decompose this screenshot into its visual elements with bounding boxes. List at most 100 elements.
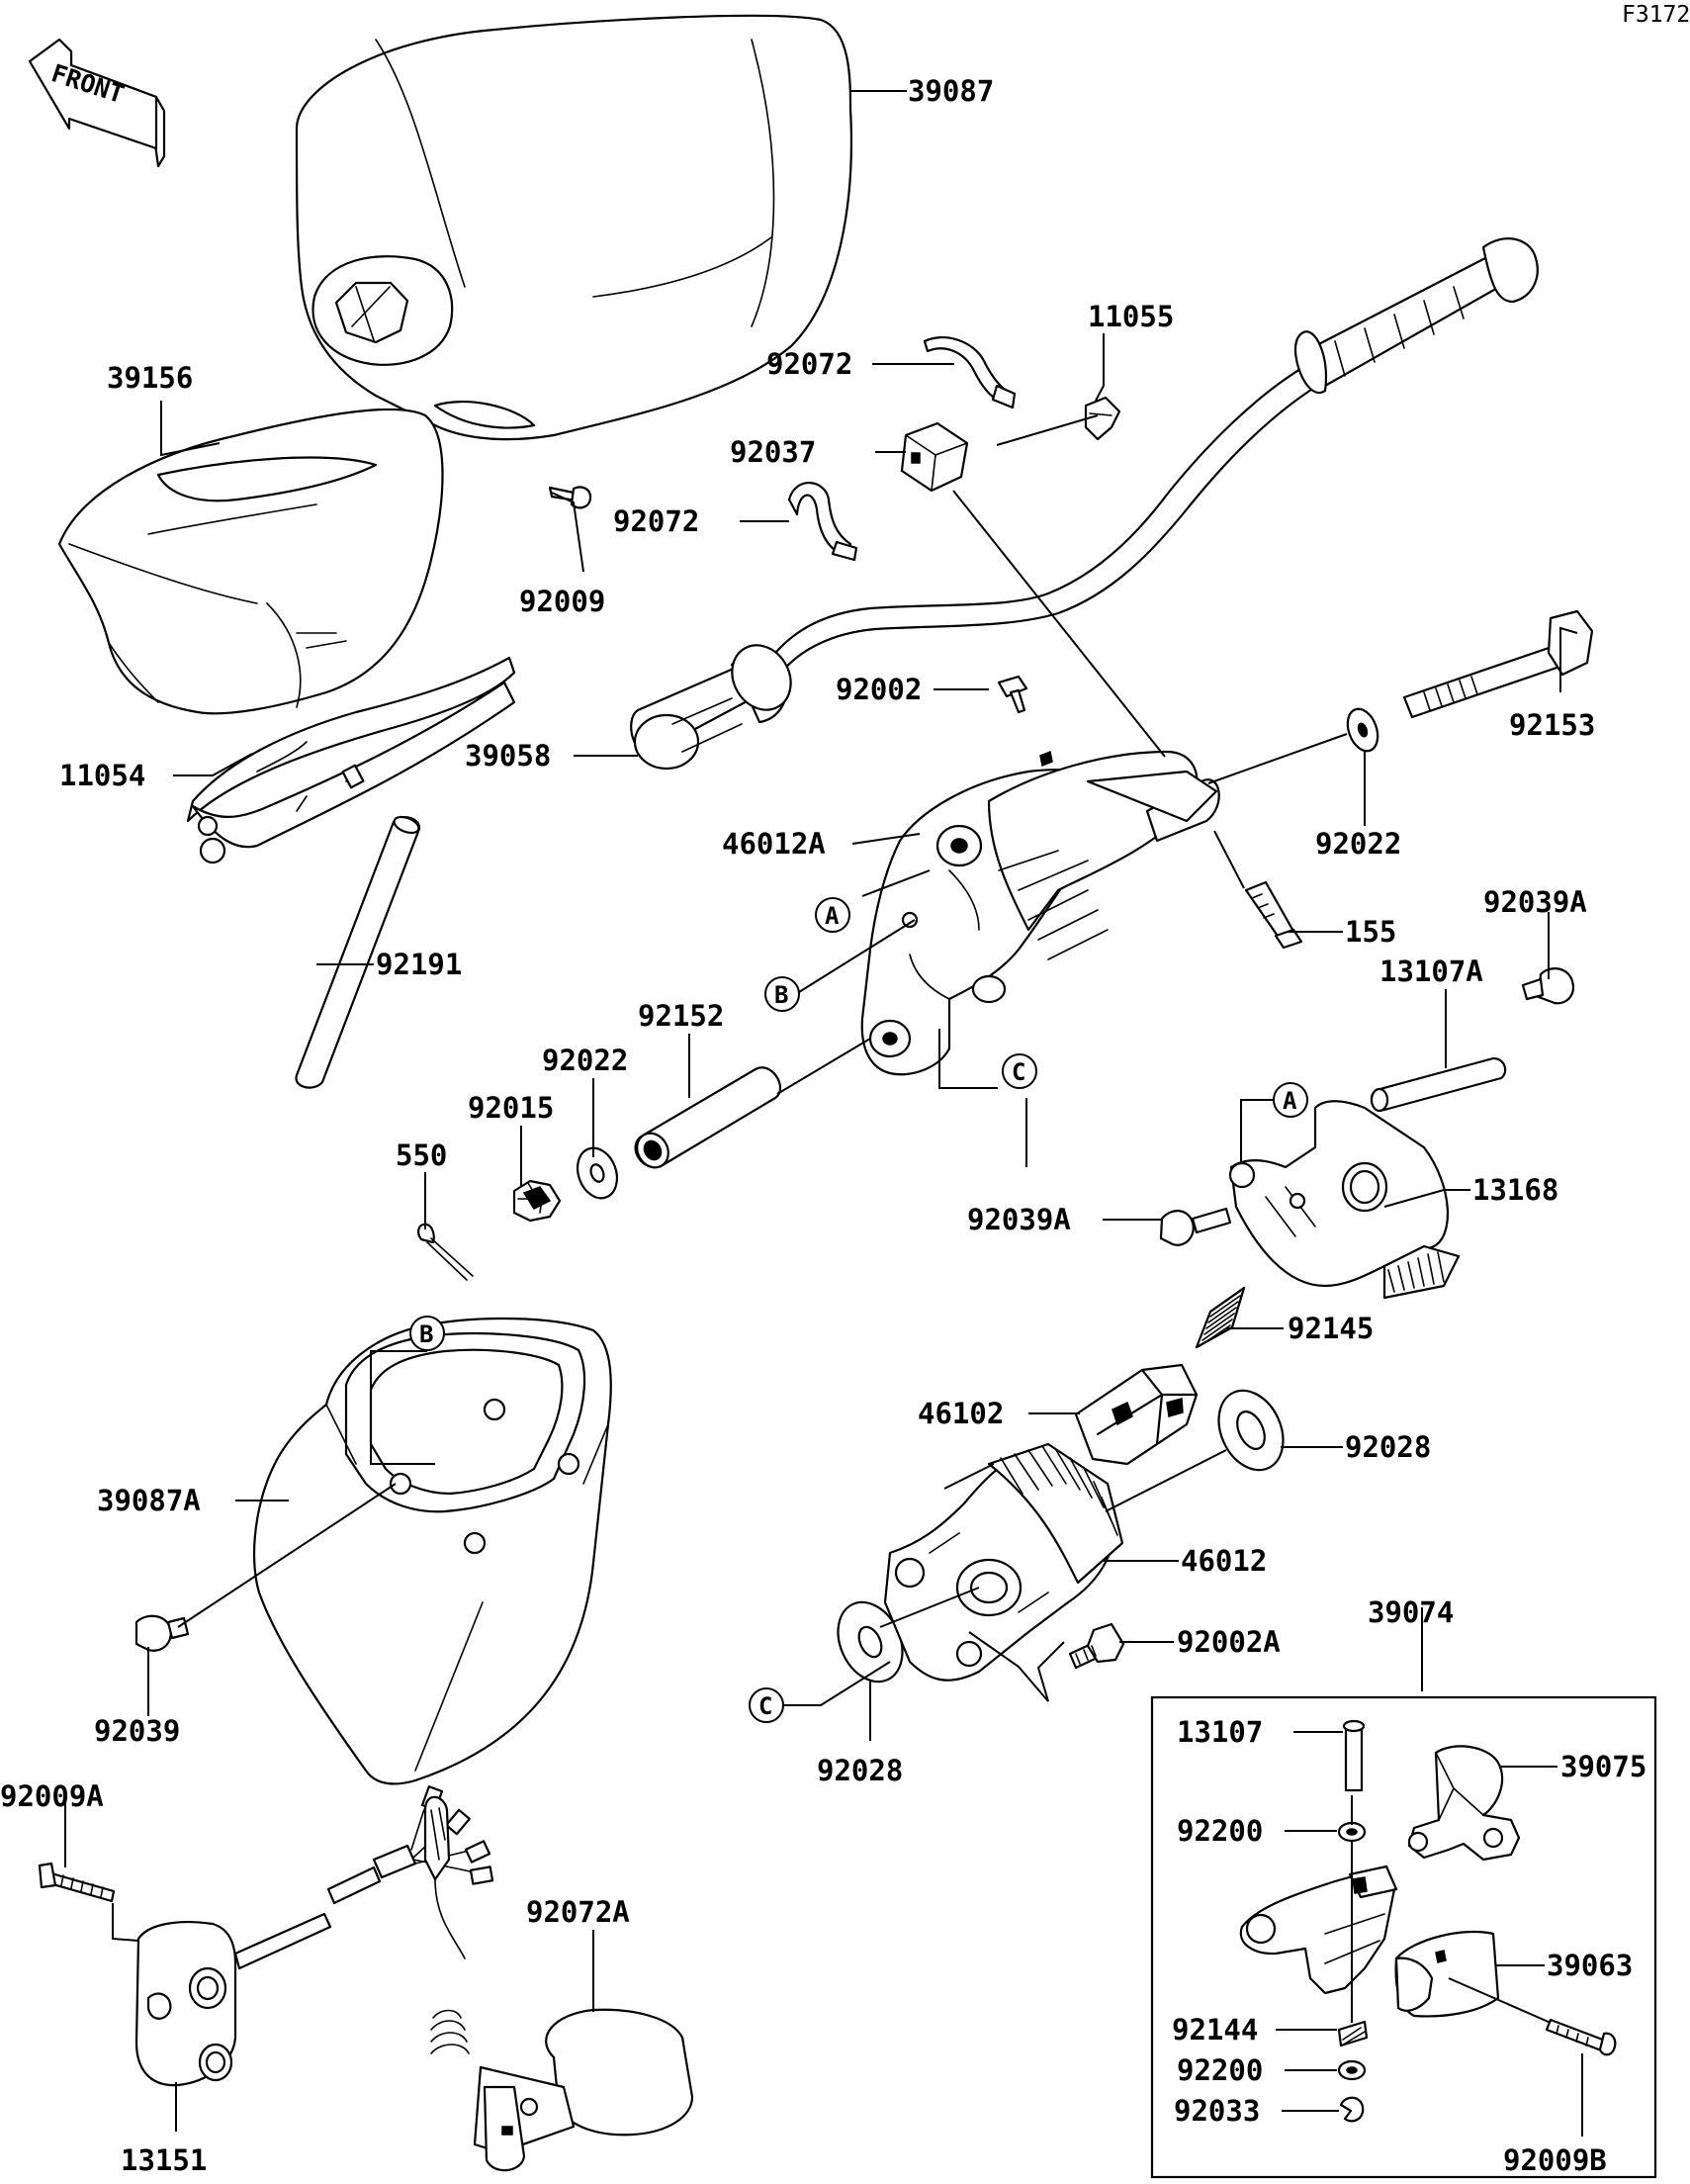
label-46012: 46012 <box>1181 1544 1267 1578</box>
washer-92022-left <box>576 1146 619 1200</box>
label-92009: 92009 <box>519 585 605 618</box>
pin-13107A <box>1370 1056 1507 1113</box>
screw-92009A <box>38 1862 116 1903</box>
svg-text:A: A <box>825 902 840 930</box>
label-92153: 92153 <box>1509 708 1595 742</box>
svg-text:C: C <box>1012 1058 1025 1086</box>
bracket-11054 <box>186 656 516 864</box>
label-92009B: 92009B <box>1503 2143 1607 2177</box>
label-92022-left: 92022 <box>542 1044 628 1077</box>
pin-13107 <box>1342 1719 1366 1792</box>
cotter-pin-550 <box>417 1223 474 1281</box>
label-46102: 46102 <box>918 1397 1004 1430</box>
label-39075: 39075 <box>1560 1750 1646 1783</box>
cover-39063 <box>1394 1930 1500 2018</box>
bolt-92002 <box>997 675 1028 714</box>
label-92144: 92144 <box>1172 2013 1258 2047</box>
label-92191: 92191 <box>376 948 462 981</box>
label-92002A: 92002A <box>1177 1625 1281 1659</box>
ref-b-top: B <box>764 976 800 1012</box>
washer-92022-right <box>1346 707 1379 753</box>
label-92072-top: 92072 <box>766 347 852 381</box>
label-92145: 92145 <box>1288 1312 1374 1345</box>
clip-92033 <box>1339 2096 1365 2123</box>
label-92028-right: 92028 <box>1345 1430 1431 1464</box>
pin-92039A-top <box>1521 967 1574 1005</box>
label-13151: 13151 <box>121 2143 207 2177</box>
lanyard-92072A <box>423 1795 694 2172</box>
label-13107: 13107 <box>1177 1715 1263 1749</box>
part-labels: 39087 39156 92009 92072 11055 92037 9207… <box>0 74 1646 2177</box>
label-39156: 39156 <box>107 361 193 395</box>
nut-92015 <box>512 1179 562 1223</box>
washer-92028-right <box>1217 1389 1285 1472</box>
label-39058: 39058 <box>465 739 551 773</box>
clamp-92072-mid <box>787 482 858 562</box>
label-39074: 39074 <box>1368 1595 1454 1629</box>
label-92028-bottom: 92028 <box>817 1754 903 1787</box>
ref-a-top: A <box>815 897 850 933</box>
label-39087A: 39087A <box>97 1484 201 1517</box>
label-92009A: 92009A <box>0 1779 104 1813</box>
kit-box-39074 <box>1150 1695 1657 2179</box>
leader-lines <box>64 90 1583 2137</box>
ref-c-lower: C <box>749 1687 784 1723</box>
ref-a-lower: A <box>1273 1082 1308 1118</box>
label-92200-bottom: 92200 <box>1177 2053 1263 2087</box>
handlebar-39058 <box>630 237 1539 771</box>
label-92022-right: 92022 <box>1315 827 1401 861</box>
ref-c-top: C <box>1002 1053 1037 1089</box>
pin-92039A-mid <box>1159 1207 1232 1246</box>
bracket-39075 <box>1407 1745 1521 1862</box>
label-92200-top: 92200 <box>1177 1814 1263 1848</box>
label-92039A-top: 92039A <box>1483 885 1587 919</box>
bolt-155 <box>1244 880 1303 950</box>
label-92002: 92002 <box>836 673 922 706</box>
steering-head-46012A <box>860 750 1220 1076</box>
ref-b-lower: B <box>409 1316 445 1351</box>
kit-arm <box>1239 1865 1398 1995</box>
front-arrow-badge: FRONT <box>28 38 166 168</box>
label-92039A-mid: 92039A <box>967 1203 1071 1236</box>
clip-11055 <box>1084 396 1121 441</box>
washer-92200-bottom <box>1337 2059 1367 2081</box>
label-550: 550 <box>396 1138 447 1172</box>
washer-92200-top <box>1337 1821 1367 1843</box>
label-92037: 92037 <box>730 435 816 469</box>
label-92152: 92152 <box>638 999 724 1033</box>
clamp-92072-top <box>923 336 1017 410</box>
label-92072-mid: 92072 <box>613 504 699 538</box>
collar-92152 <box>634 1066 782 1169</box>
svg-text:A: A <box>1283 1087 1297 1115</box>
label-13168: 13168 <box>1472 1173 1558 1207</box>
screw-92009B <box>1545 2018 1617 2056</box>
label-13107A: 13107A <box>1379 955 1483 988</box>
bolt-92002A <box>1068 1622 1125 1670</box>
label-11055: 11055 <box>1088 300 1174 333</box>
cover-39087 <box>295 14 853 441</box>
spring-92144 <box>1337 2020 1369 2048</box>
label-92033: 92033 <box>1174 2094 1260 2128</box>
pin-92039 <box>134 1614 190 1652</box>
label-92072A: 92072A <box>526 1895 630 1929</box>
label-46012A: 46012A <box>722 827 826 861</box>
switch-13151 <box>134 1785 494 2087</box>
svg-text:C: C <box>758 1692 772 1720</box>
block-92037 <box>900 421 969 493</box>
bolt-92009 <box>548 486 592 509</box>
label-11054: 11054 <box>59 759 145 792</box>
lever-13168 <box>1228 1100 1461 1300</box>
seat-39156 <box>57 408 444 715</box>
label-92039: 92039 <box>94 1714 180 1748</box>
rod-92191 <box>295 815 421 1089</box>
svg-text:B: B <box>774 981 788 1009</box>
label-155: 155 <box>1345 915 1396 949</box>
lower-cover-39087A <box>253 1317 612 1785</box>
bolt-92153 <box>1402 609 1594 719</box>
label-39063: 39063 <box>1547 1949 1633 1982</box>
guide-46102 <box>1074 1363 1199 1466</box>
label-39087: 39087 <box>908 74 994 108</box>
spring-92145 <box>1195 1286 1246 1349</box>
figure-code: F3172 <box>1622 2 1690 28</box>
